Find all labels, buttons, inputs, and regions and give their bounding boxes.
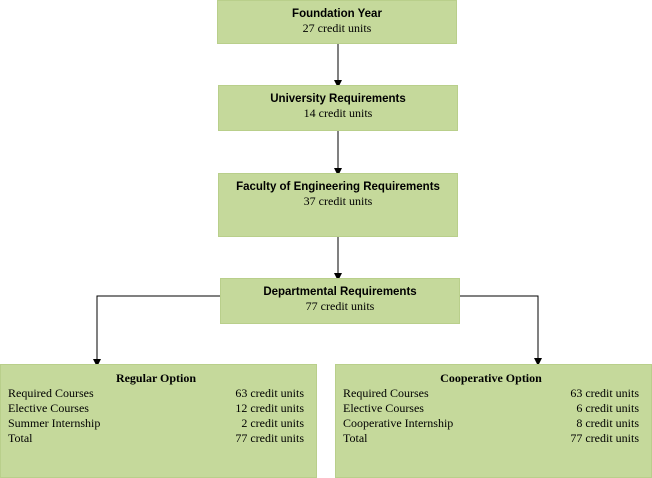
- stage-units: 14 credit units: [303, 106, 373, 120]
- row-value: 77 credit units: [235, 431, 304, 445]
- stage-units: 27 credit units: [302, 21, 372, 35]
- row-label: Total: [343, 431, 368, 445]
- foundation-year-box: Foundation Year 27 credit units: [217, 0, 457, 44]
- option-row: Required Courses 63 credit units: [343, 386, 639, 401]
- departmental-requirements-box: Departmental Requirements 77 credit unit…: [220, 278, 460, 324]
- stage-title: Foundation Year: [292, 8, 382, 20]
- faculty-requirements-box: Faculty of Engineering Requirements 37 c…: [218, 173, 458, 237]
- row-label: Summer Internship: [8, 416, 101, 430]
- option-title: Cooperative Option: [440, 371, 542, 385]
- arrow-departmental-to-regular: [93, 295, 221, 367]
- option-row: Summer Internship 2 credit units: [8, 416, 304, 431]
- row-value: 2 credit units: [241, 416, 304, 430]
- option-row: Total 77 credit units: [8, 431, 304, 446]
- arrow-departmental-to-cooperative: [459, 295, 542, 366]
- cooperative-option-box: Cooperative Option Required Courses 63 c…: [335, 364, 652, 478]
- stage-units: 77 credit units: [305, 299, 375, 313]
- row-label: Total: [8, 431, 33, 445]
- row-label: Required Courses: [8, 386, 94, 400]
- stage-title: University Requirements: [270, 93, 406, 105]
- stage-title: Faculty of Engineering Requirements: [236, 181, 440, 193]
- university-requirements-box: University Requirements 14 credit units: [218, 85, 458, 131]
- option-row: Required Courses 63 credit units: [8, 386, 304, 401]
- stage-units: 37 credit units: [303, 194, 373, 208]
- row-value: 6 credit units: [576, 401, 639, 415]
- stage-title: Departmental Requirements: [263, 286, 417, 298]
- row-label: Elective Courses: [8, 401, 89, 415]
- row-value: 8 credit units: [576, 416, 639, 430]
- row-value: 12 credit units: [235, 401, 304, 415]
- row-label: Elective Courses: [343, 401, 424, 415]
- option-row: Elective Courses 6 credit units: [343, 401, 639, 416]
- row-label: Required Courses: [343, 386, 429, 400]
- row-value: 77 credit units: [570, 431, 639, 445]
- row-value: 63 credit units: [570, 386, 639, 400]
- option-title: Regular Option: [115, 371, 197, 385]
- option-row: Cooperative Internship 8 credit units: [343, 416, 639, 431]
- regular-option-box: Regular Option Required Courses 63 credi…: [0, 364, 317, 478]
- row-value: 63 credit units: [235, 386, 304, 400]
- row-label: Cooperative Internship: [343, 416, 454, 430]
- option-row: Elective Courses 12 credit units: [8, 401, 304, 416]
- option-row: Total 77 credit units: [343, 431, 639, 446]
